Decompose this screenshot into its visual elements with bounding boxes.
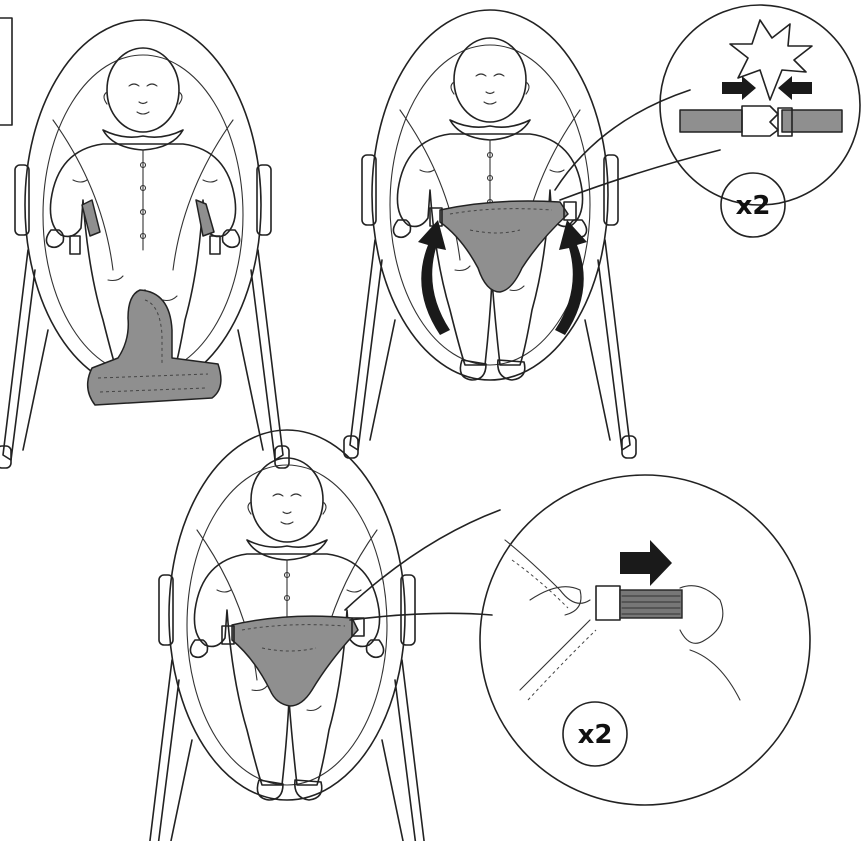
push-arrow-left-icon [722,76,756,100]
buckle-left-icon [70,236,80,254]
harness-pad-fastened [232,616,358,706]
step-2-panel: x2 [344,5,860,458]
buckle-closeup [680,106,842,136]
count-badge-label: x2 [578,720,613,750]
step-3-panel: x2 [141,430,810,841]
zoom-circle-adjuster [480,475,810,805]
curved-up-arrow-left-icon [418,220,450,335]
count-badge-label: x2 [736,191,771,221]
side-strap-right [196,200,214,236]
curved-up-arrow-right-icon [555,220,587,335]
harness-pad-raised [440,201,568,292]
push-arrow-right-icon [778,76,812,100]
zoom-circle-buckle [660,5,860,205]
page-edge-frame [0,18,12,125]
pull-arrow-icon [620,540,672,586]
step-1-panel [0,18,289,468]
buckle-right-icon [210,236,220,254]
